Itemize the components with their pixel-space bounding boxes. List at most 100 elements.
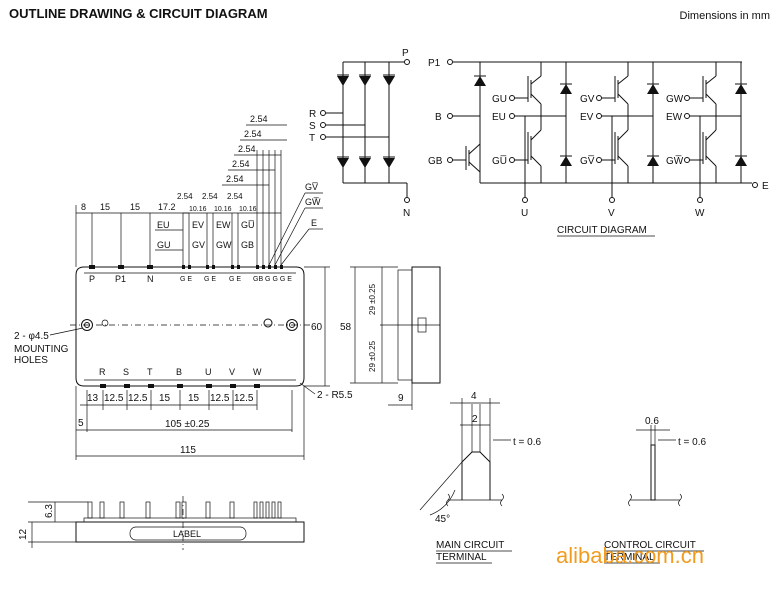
circuit-diagram-caption: CIRCUIT DIAGRAM xyxy=(557,225,647,236)
pin-v-label: V xyxy=(229,367,235,377)
label-gb: GB xyxy=(241,240,254,250)
dim-29-b: 29 ±0.25 xyxy=(368,340,377,372)
terminal-gw-bar-label: GW̅ xyxy=(666,155,684,167)
control-terminal-width: 0.6 xyxy=(645,416,659,427)
dimensions-note: Dimensions in mm xyxy=(679,10,770,22)
label-ew: EW xyxy=(216,220,231,230)
terminal-eu-label: EU xyxy=(492,112,506,123)
pin-p-label: P xyxy=(89,274,95,284)
terminal-b-label: B xyxy=(435,112,442,123)
main-terminal-thickness: t = 0.6 xyxy=(513,437,542,448)
pin-b-label: B xyxy=(176,367,182,377)
dim-12: 12 xyxy=(18,528,29,540)
terminal-gb-label: GB xyxy=(428,156,443,167)
mounting-hole-size: 2 - φ4.5 xyxy=(14,331,49,342)
label-gv: GV xyxy=(192,240,205,250)
terminal-s-label: S xyxy=(309,121,316,132)
dim-105: 105 ±0.25 xyxy=(165,419,210,430)
dim-15-b: 15 xyxy=(130,202,140,212)
pin-ge-v-label: G E xyxy=(204,276,216,283)
dim-9: 9 xyxy=(398,393,404,404)
radius-label: 2 - R5.5 xyxy=(317,390,353,401)
phase-w: GW EW GW̅ W xyxy=(666,62,747,219)
terminal-r-label: R xyxy=(309,109,316,120)
pin-s-label: S xyxy=(123,367,129,377)
terminal-gu-bar-label: GU̅ xyxy=(492,155,507,167)
front-pins xyxy=(87,501,282,519)
main-terminal-width-2: 2 xyxy=(472,414,478,425)
mounting-label-2: HOLES xyxy=(14,355,48,366)
rectifier-bridge: R S T P N xyxy=(309,48,410,219)
main-terminal-caption-2: TERMINAL xyxy=(436,552,487,563)
dim-10-16-b: 10.16 xyxy=(214,206,232,213)
phase-v: GV EV GV̅ V xyxy=(580,62,659,219)
terminal-gv-bar-label: GV̅ xyxy=(580,155,595,167)
pitch-2-54-1: 2.54 xyxy=(244,129,262,139)
label-gu: GU xyxy=(157,240,171,250)
pin-u-label: U xyxy=(205,367,212,377)
main-terminal-angle: 45° xyxy=(435,514,450,525)
pin-ge-u-label: G E xyxy=(180,276,192,283)
control-circuit-terminal-detail: 0.6 t = 0.6 CONTROL CIRCUIT TERMINAL xyxy=(604,416,707,564)
dim-12-5-a: 12.5 xyxy=(104,393,124,404)
terminal-p1-label: P1 xyxy=(428,58,441,69)
pin-n-label: N xyxy=(147,274,154,284)
dim-60: 60 xyxy=(311,322,323,333)
bottom-pins xyxy=(100,384,260,388)
terminal-p-label: P xyxy=(402,48,409,59)
dim-2-54-u: 2.54 xyxy=(177,192,193,201)
dim-115: 115 xyxy=(180,445,196,456)
label-gw: GW xyxy=(216,240,232,250)
pin-t-label: T xyxy=(147,367,153,377)
dim-17-2: 17.2 xyxy=(158,202,176,212)
dim-10-16-a: 10.16 xyxy=(189,206,207,213)
terminal-t-label: T xyxy=(309,133,315,144)
terminal-u-label: U xyxy=(521,208,528,219)
label-e: E xyxy=(311,218,317,228)
main-terminal-width-4: 4 xyxy=(471,391,477,402)
terminal-gw-label: GW xyxy=(666,94,684,105)
terminal-v-label: V xyxy=(608,208,615,219)
label-ev: EV xyxy=(192,220,204,230)
dim-10-16-c: 10.16 xyxy=(239,206,257,213)
pin-w-label: W xyxy=(253,367,262,377)
inverter-bridge: P1 E B GB xyxy=(428,58,769,237)
dim-12-5-d: 12.5 xyxy=(234,393,254,404)
dim-29-a: 29 ±0.25 xyxy=(368,283,377,315)
dim-5: 5 xyxy=(78,418,84,429)
outline-side-view: 58 29 ±0.25 29 ±0.25 9 xyxy=(340,266,441,410)
pin-p1-label: P1 xyxy=(115,274,126,284)
top-pins xyxy=(89,265,283,269)
main-circuit-terminal-detail: 4 2 t = 0.6 45° MAIN CIRCUIT TERMINAL xyxy=(419,391,542,564)
dim-6-3: 6.3 xyxy=(44,504,55,518)
pitch-2-54-4: 2.54 xyxy=(226,174,244,184)
dim-13: 13 xyxy=(87,393,99,404)
dim-12-5-b: 12.5 xyxy=(128,393,148,404)
pitch-2-54-3: 2.54 xyxy=(232,159,250,169)
dim-15-a: 15 xyxy=(100,202,110,212)
dim-15-c: 15 xyxy=(159,393,171,404)
dim-8: 8 xyxy=(81,202,86,212)
pitch-2-54-0: 2.54 xyxy=(250,114,268,124)
label-gv-bar: GV̅ xyxy=(305,182,318,192)
pin-r-label: R xyxy=(99,367,106,377)
terminal-gv-label: GV xyxy=(580,94,595,105)
label-box-text: LABEL xyxy=(173,529,201,539)
dim-15-d: 15 xyxy=(188,393,200,404)
terminal-w-label: W xyxy=(695,208,705,219)
control-terminal-thickness: t = 0.6 xyxy=(678,437,707,448)
phase-u: GU EU GU̅ U xyxy=(492,61,572,219)
drawing-title: OUTLINE DRAWING & CIRCUIT DIAGRAM xyxy=(9,6,268,21)
dim-58: 58 xyxy=(340,322,352,333)
pin-ge-w-label: G E xyxy=(229,276,241,283)
label-eu: EU xyxy=(157,220,170,230)
pin-gb-group-label: GB G G G E xyxy=(253,276,292,283)
watermark-text: alibaba.com.cn xyxy=(556,543,704,568)
main-terminal-caption-1: MAIN CIRCUIT xyxy=(436,540,504,551)
pitch-2-54-2: 2.54 xyxy=(238,144,256,154)
terminal-e-label: E xyxy=(762,181,769,192)
terminal-n-label: N xyxy=(403,208,410,219)
control-terminal-caption-1: CONTROL CIRCUIT xyxy=(604,540,696,551)
terminal-ev-label: EV xyxy=(580,112,594,123)
